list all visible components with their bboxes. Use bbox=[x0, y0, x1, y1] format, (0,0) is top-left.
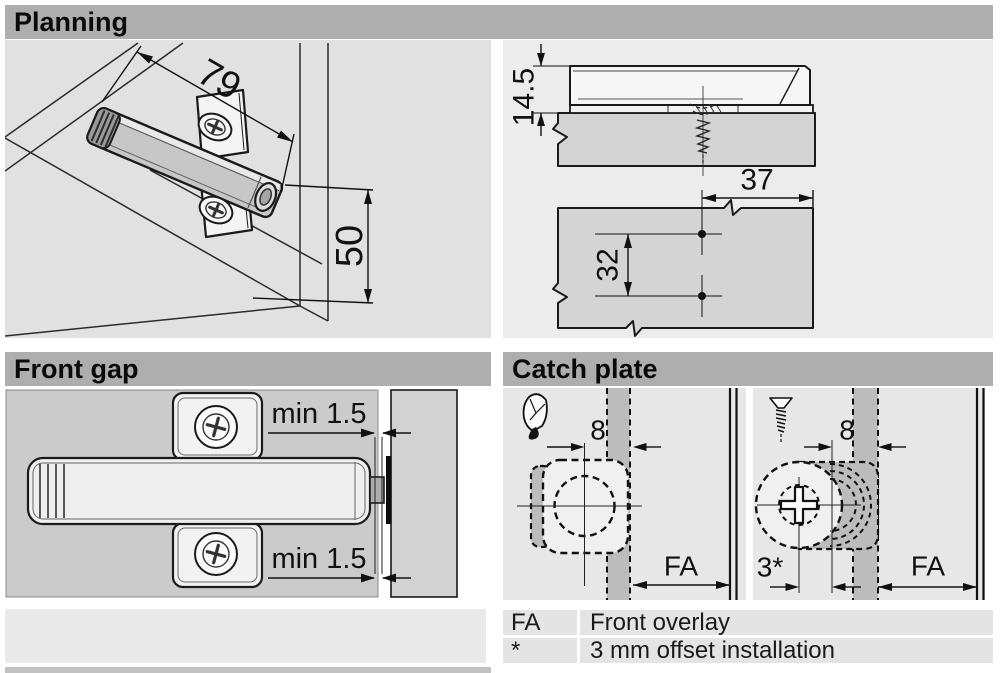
planning-3d-view: 79 50 bbox=[5, 40, 491, 338]
screw-icon bbox=[769, 397, 793, 442]
empty-panel-strip bbox=[5, 609, 486, 663]
front-gap-section-header: Front gap bbox=[5, 352, 491, 386]
tipon-unit-front bbox=[26, 456, 385, 526]
legend-row-fa: FA Front overlay bbox=[503, 610, 993, 635]
dimension-plate-height bbox=[533, 44, 569, 136]
glued-dim-label: 8 bbox=[590, 415, 606, 446]
trigger-pin bbox=[369, 476, 385, 504]
gap-dimension-bottom bbox=[268, 573, 411, 583]
glued-fa-label: FA bbox=[664, 551, 699, 582]
catch-plate-screwed-diagram: 8 3* FA bbox=[753, 388, 985, 600]
legend-value-fa: Front overlay bbox=[580, 610, 993, 635]
next-section-edge bbox=[5, 667, 491, 673]
gap-dimension-top bbox=[268, 428, 411, 438]
catch-plate-section-header: Catch plate bbox=[503, 352, 993, 386]
screw-bottom bbox=[198, 195, 234, 225]
catch-plate-title: Catch plate bbox=[512, 354, 658, 384]
front-edge-lines-2 bbox=[975, 388, 985, 600]
planning-drilling-view: 14.5 37 32 bbox=[503, 40, 993, 338]
screwed-offset-label: 3* bbox=[757, 552, 784, 583]
gap-bottom-label: min 1.5 bbox=[271, 543, 366, 575]
dim-hole-spacing-label: 32 bbox=[592, 248, 625, 281]
section-screw bbox=[689, 86, 717, 176]
door-front-section bbox=[390, 389, 458, 598]
legend-key-asterisk: * bbox=[503, 638, 577, 663]
planning-title: Planning bbox=[14, 7, 128, 37]
dim-edge-distance-label: 37 bbox=[740, 164, 773, 197]
glue-tube-icon bbox=[522, 393, 548, 440]
dimension-hole-spacing bbox=[624, 234, 632, 296]
front-gap-title: Front gap bbox=[14, 354, 139, 384]
planning-section-header: Planning bbox=[5, 5, 993, 39]
dim-plate-height-label: 14.5 bbox=[508, 68, 541, 126]
legend-value-asterisk: 3 mm offset installation bbox=[580, 638, 993, 663]
drill-holes bbox=[595, 190, 722, 317]
dim-height-label: 50 bbox=[329, 225, 371, 267]
gap-top-label: min 1.5 bbox=[271, 398, 366, 430]
door-catch-bar bbox=[386, 456, 392, 524]
dimension-length bbox=[101, 45, 295, 193]
screw-bottom-front bbox=[194, 532, 238, 576]
dimension-edge-distance bbox=[702, 190, 814, 207]
front-edge-lines bbox=[728, 388, 738, 600]
legend-row-asterisk: * 3 mm offset installation bbox=[503, 638, 993, 663]
screw-top bbox=[197, 112, 233, 142]
grip-ridges-front bbox=[39, 464, 65, 518]
grip-ridges bbox=[90, 110, 120, 148]
catch-plate-glued-diagram: 8 FA bbox=[503, 388, 746, 600]
tipon-unit-bar bbox=[86, 106, 284, 219]
cabinet-panel-section bbox=[552, 112, 816, 167]
dimension-height bbox=[252, 184, 374, 304]
catch-plate-view: 8 FA bbox=[503, 388, 985, 600]
front-gap-view: min 1.5 min 1.5 bbox=[5, 389, 458, 598]
gap-extension-lines bbox=[374, 437, 383, 574]
phillips-cross-icon bbox=[779, 485, 819, 525]
screw-top-front bbox=[194, 405, 238, 449]
adapter-profile bbox=[569, 65, 814, 114]
screwed-dim-label: 8 bbox=[839, 415, 855, 446]
legend-table: FA Front overlay * 3 mm offset installat… bbox=[503, 610, 993, 666]
legend-key-fa: FA bbox=[503, 610, 577, 635]
screwed-fa-label: FA bbox=[911, 551, 946, 582]
